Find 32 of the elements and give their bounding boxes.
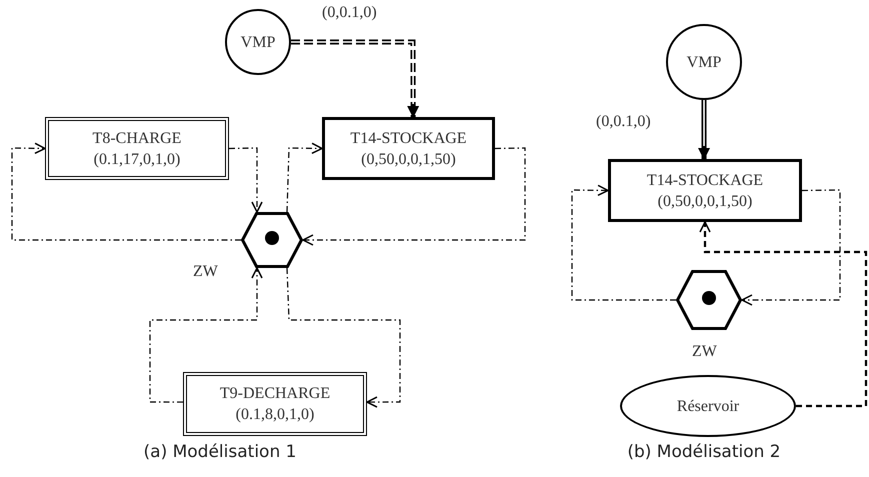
edge-label: (0,0.1,0): [322, 3, 377, 23]
node-parameters: (0,50,0,0,1,50): [361, 150, 456, 170]
node-title: T14-STOCKAGE: [646, 170, 764, 190]
double-bordered-box: [183, 372, 367, 436]
edge-label: (0,0.1,0): [596, 112, 651, 132]
arrow: [286, 268, 401, 408]
arrow: [698, 100, 710, 160]
arrow: [11, 142, 241, 241]
node-title: T8-CHARGE: [92, 128, 182, 148]
process-box: [322, 117, 495, 180]
subfigure-caption: (a) Modélisation 1: [142, 441, 298, 463]
node-title: VMP: [240, 32, 276, 52]
process-box: [608, 159, 802, 222]
arrow: [149, 267, 263, 403]
node-parameters: (0.1,17,0,1,0): [94, 150, 180, 170]
node-title: VMP: [686, 52, 722, 72]
arrow: [571, 184, 676, 301]
double-bordered-box: [45, 117, 229, 180]
arrow: [699, 221, 868, 408]
arrow: [286, 142, 323, 212]
node-title: T9-DECHARGE: [220, 384, 330, 404]
node-parameters: (0,50,0,0,1,50): [658, 192, 752, 212]
arrow: [741, 189, 841, 306]
arrow: [302, 147, 526, 246]
arrow: [228, 147, 263, 213]
node-title: Réservoir: [676, 396, 740, 416]
arrow: [291, 40, 420, 118]
node-caption: ZW: [193, 262, 218, 282]
node-parameters: (0.1,8,0,1,0): [236, 405, 314, 425]
subfigure-caption: (b) Modélisation 2: [626, 441, 782, 463]
node-title: T14-STOCKAGE: [350, 128, 467, 148]
node-caption: ZW: [692, 342, 717, 362]
